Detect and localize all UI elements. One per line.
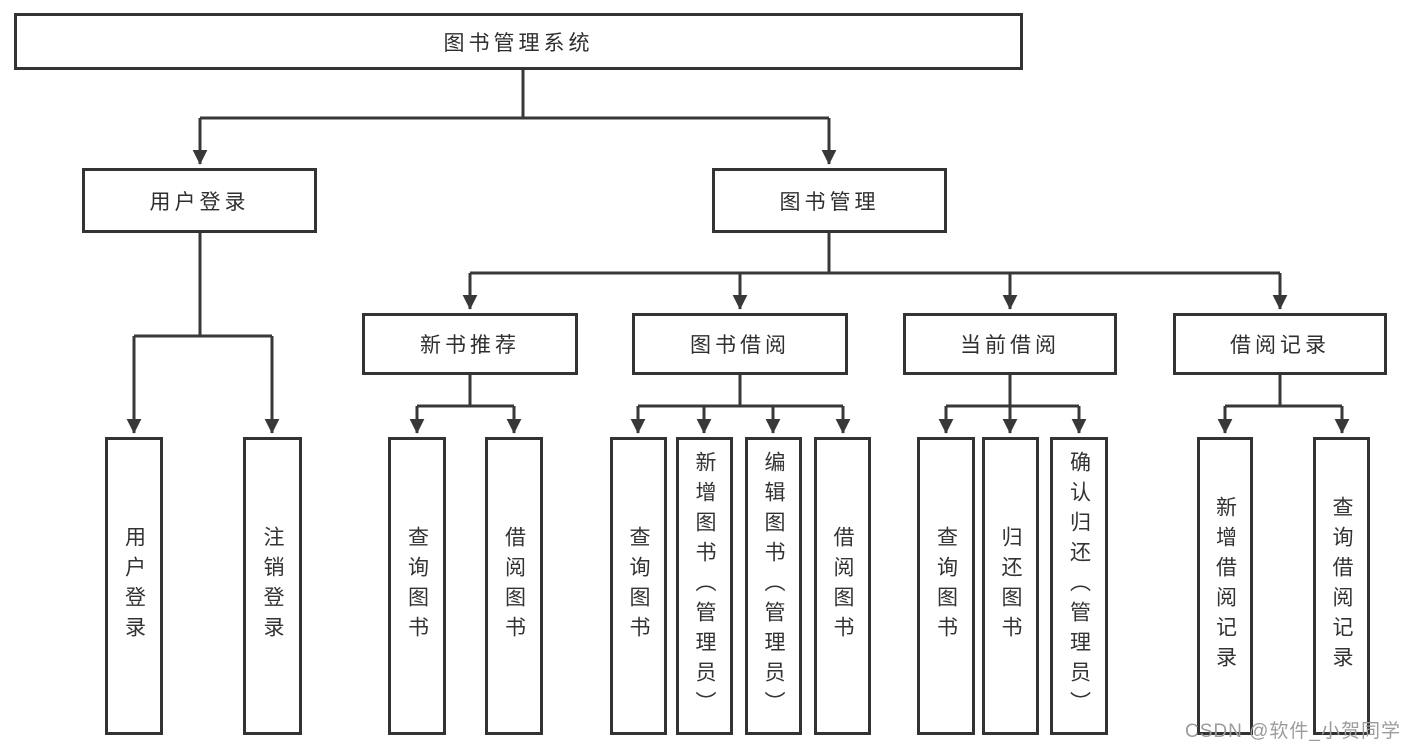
leaf-label: 查询图书 xyxy=(405,526,429,646)
node-label: 用户登录 xyxy=(149,190,250,214)
node-library-management-system: 图书管理系统 xyxy=(14,13,1023,70)
node-label: 当前借阅 xyxy=(960,334,1060,357)
leaf-label: 查询图书 xyxy=(934,526,958,646)
leaf-logout: 注销登录 xyxy=(243,437,302,735)
node-label: 图书管理系统 xyxy=(443,31,594,55)
node-label: 借阅记录 xyxy=(1230,334,1330,357)
leaf-label: 注销登录 xyxy=(261,526,284,646)
node-book-borrowing: 图书借阅 xyxy=(632,313,848,375)
node-label: 图书管理 xyxy=(779,190,880,214)
leaf-edit-book-admin: 编辑图书（管理员） xyxy=(745,437,802,735)
leaf-query-books-current: 查询图书 xyxy=(917,437,975,735)
node-book-management: 图书管理 xyxy=(712,168,947,233)
leaf-label: 用户登录 xyxy=(122,526,146,646)
node-user-login: 用户登录 xyxy=(82,168,317,233)
leaf-query-books-recommend: 查询图书 xyxy=(388,437,446,735)
leaf-label: 借阅图书 xyxy=(502,526,526,646)
leaf-borrow-books-recommend: 借阅图书 xyxy=(485,437,543,735)
leaf-label: 编辑图书（管理员） xyxy=(762,451,785,721)
leaf-add-book-admin: 新增图书（管理员） xyxy=(676,437,733,735)
node-new-book-recommendation: 新书推荐 xyxy=(362,313,578,375)
leaf-label: 借阅图书 xyxy=(831,526,854,646)
node-current-borrowing: 当前借阅 xyxy=(903,313,1117,375)
leaf-user-login: 用户登录 xyxy=(105,437,163,735)
node-label: 图书借阅 xyxy=(690,334,790,357)
leaf-return-books: 归还图书 xyxy=(982,437,1039,735)
leaf-label: 归还图书 xyxy=(999,526,1022,646)
leaf-add-borrow-record: 新增借阅记录 xyxy=(1197,437,1253,735)
csdn-watermark: CSDN @软件_小贺同学 xyxy=(1185,721,1401,742)
leaf-label: 查询借阅记录 xyxy=(1330,496,1353,676)
leaf-label: 新增图书（管理员） xyxy=(693,451,716,721)
node-label: 新书推荐 xyxy=(420,334,520,357)
node-borrowing-records: 借阅记录 xyxy=(1173,313,1387,375)
leaf-label: 查询图书 xyxy=(627,526,650,646)
leaf-label: 新增借阅记录 xyxy=(1213,496,1237,676)
leaf-query-books-borrowing: 查询图书 xyxy=(610,437,667,735)
leaf-confirm-return-admin: 确认归还（管理员） xyxy=(1050,437,1108,735)
leaf-borrow-books-borrowing: 借阅图书 xyxy=(814,437,871,735)
leaf-query-borrow-record: 查询借阅记录 xyxy=(1313,437,1370,735)
leaf-label: 确认归还（管理员） xyxy=(1067,451,1091,721)
